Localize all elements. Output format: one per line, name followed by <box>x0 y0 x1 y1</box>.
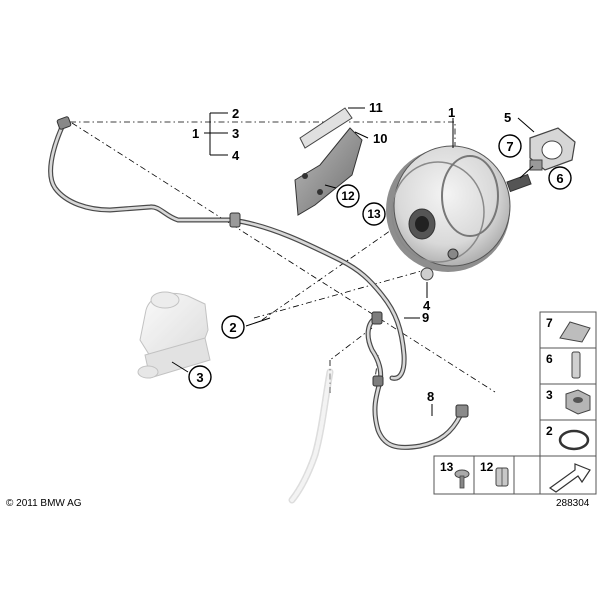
callout-8: 8 <box>427 389 434 404</box>
callout-9: 9 <box>422 310 429 325</box>
legend-label-12: 12 <box>480 460 494 474</box>
circled-callout-3: 3 <box>188 365 212 389</box>
vacuum-pipe <box>48 116 407 381</box>
legend-label-6: 6 <box>546 352 553 366</box>
circled-callout-7: 7 <box>498 134 522 158</box>
svg-text:12: 12 <box>341 189 355 203</box>
parts-legend: 7 6 3 2 13 12 <box>433 311 597 495</box>
grommet <box>420 267 434 281</box>
legend-label-7: 7 <box>546 316 553 330</box>
circled-callout-12: 12 <box>336 184 360 208</box>
secondary-pipe <box>365 311 469 450</box>
group-item-4: 4 <box>232 148 240 163</box>
sensor-bracket <box>519 159 543 179</box>
arrow-symbol <box>548 463 591 493</box>
clip-part <box>559 321 591 343</box>
pin-part <box>571 351 581 379</box>
diagram-number: 288304 <box>556 498 590 509</box>
svg-text:7: 7 <box>506 139 513 154</box>
group-item-3: 3 <box>232 126 239 141</box>
circled-callout-2: 2 <box>221 315 245 339</box>
expanding-nut-part <box>495 467 509 487</box>
svg-text:13: 13 <box>367 207 381 221</box>
legend-label-13: 13 <box>440 460 454 474</box>
leader-lines <box>171 107 535 416</box>
heat-shield <box>294 107 363 216</box>
seal-ring-part <box>558 429 590 451</box>
circled-callout-13: 13 <box>362 202 386 226</box>
svg-text:3: 3 <box>196 370 203 385</box>
master-cylinder <box>137 291 211 379</box>
legend-label-2: 2 <box>546 424 553 438</box>
legend-label-3: 3 <box>546 388 553 402</box>
group-root-label: 1 <box>192 126 199 141</box>
callout-11: 11 <box>369 100 383 115</box>
callout-10: 10 <box>373 131 387 146</box>
svg-text:2: 2 <box>229 320 236 335</box>
copyright-text: © 2011 BMW AG <box>6 498 82 509</box>
callout-5: 5 <box>504 110 511 125</box>
circled-callout-6: 6 <box>548 166 572 190</box>
callout-4: 4 <box>423 298 431 313</box>
background-hose <box>288 368 334 504</box>
svg-text:6: 6 <box>556 171 563 186</box>
group-item-2: 2 <box>232 106 239 121</box>
brake-booster <box>386 145 532 272</box>
callout-1: 1 <box>448 105 455 120</box>
screw-part <box>454 469 470 489</box>
